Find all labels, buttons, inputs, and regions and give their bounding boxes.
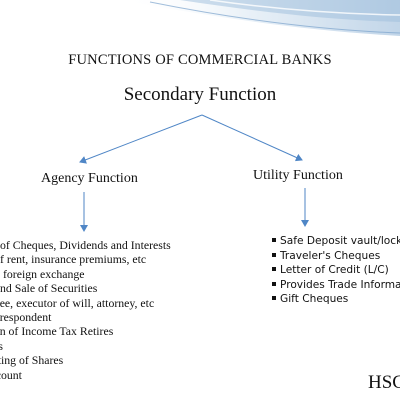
utility-item: Provides Trade Informa bbox=[272, 278, 400, 293]
agency-function-label: Agency Function bbox=[41, 171, 138, 186]
agency-item: writing of Shares bbox=[0, 353, 64, 368]
square-bullet-icon bbox=[272, 296, 276, 300]
square-bullet-icon bbox=[272, 267, 276, 271]
utility-item-text: Traveler's Cheques bbox=[280, 249, 381, 262]
agency-item: nt of rent, insurance premiums, etc bbox=[0, 252, 147, 267]
slide-heading: FUNCTIONS OF COMMERCIAL BANKS bbox=[68, 52, 332, 68]
utility-item-text: Gift Cheques bbox=[280, 293, 349, 305]
utility-item-text: Provides Trade Informa bbox=[280, 278, 400, 291]
slide-subheading: Secondary Function bbox=[123, 84, 277, 105]
utility-item-text: Letter of Credit (L/C) bbox=[280, 264, 389, 276]
utility-item: Traveler's Cheques bbox=[272, 249, 400, 264]
arrow-to-agency bbox=[79, 114, 203, 164]
utility-item-text: Safe Deposit vault/lock bbox=[280, 235, 400, 247]
watermark-text: HSC bbox=[368, 372, 400, 393]
agency-item: se and Sale of Securities bbox=[0, 281, 98, 296]
agency-item: Correspondent bbox=[0, 309, 52, 324]
square-bullet-icon bbox=[272, 252, 276, 257]
utility-item: Letter of Credit (L/C) bbox=[272, 263, 400, 278]
agency-item: ion of Cheques, Dividends and Interests bbox=[0, 238, 171, 252]
arrow-to-utility bbox=[201, 114, 303, 162]
utility-item: Safe Deposit vault/lock bbox=[272, 234, 400, 249]
utility-function-label: Utility Function bbox=[253, 168, 343, 183]
agency-function-list: ion of Cheques, Dividends and Interests … bbox=[0, 238, 171, 382]
square-bullet-icon bbox=[272, 281, 276, 286]
utility-function-list: Safe Deposit vault/lock Traveler's Chequ… bbox=[272, 234, 400, 307]
decorative-swoosh bbox=[120, 0, 400, 36]
utility-item: Gift Cheques bbox=[272, 292, 400, 307]
agency-item: rustee, executor of will, attorney, etc bbox=[0, 295, 155, 310]
agency-item: ation of Income Tax Retires bbox=[0, 324, 114, 339]
agency-item: Account bbox=[0, 367, 22, 382]
agency-item: g in foreign exchange bbox=[0, 266, 85, 281]
square-bullet-icon bbox=[272, 238, 276, 242]
agency-item: rafts bbox=[0, 338, 3, 353]
